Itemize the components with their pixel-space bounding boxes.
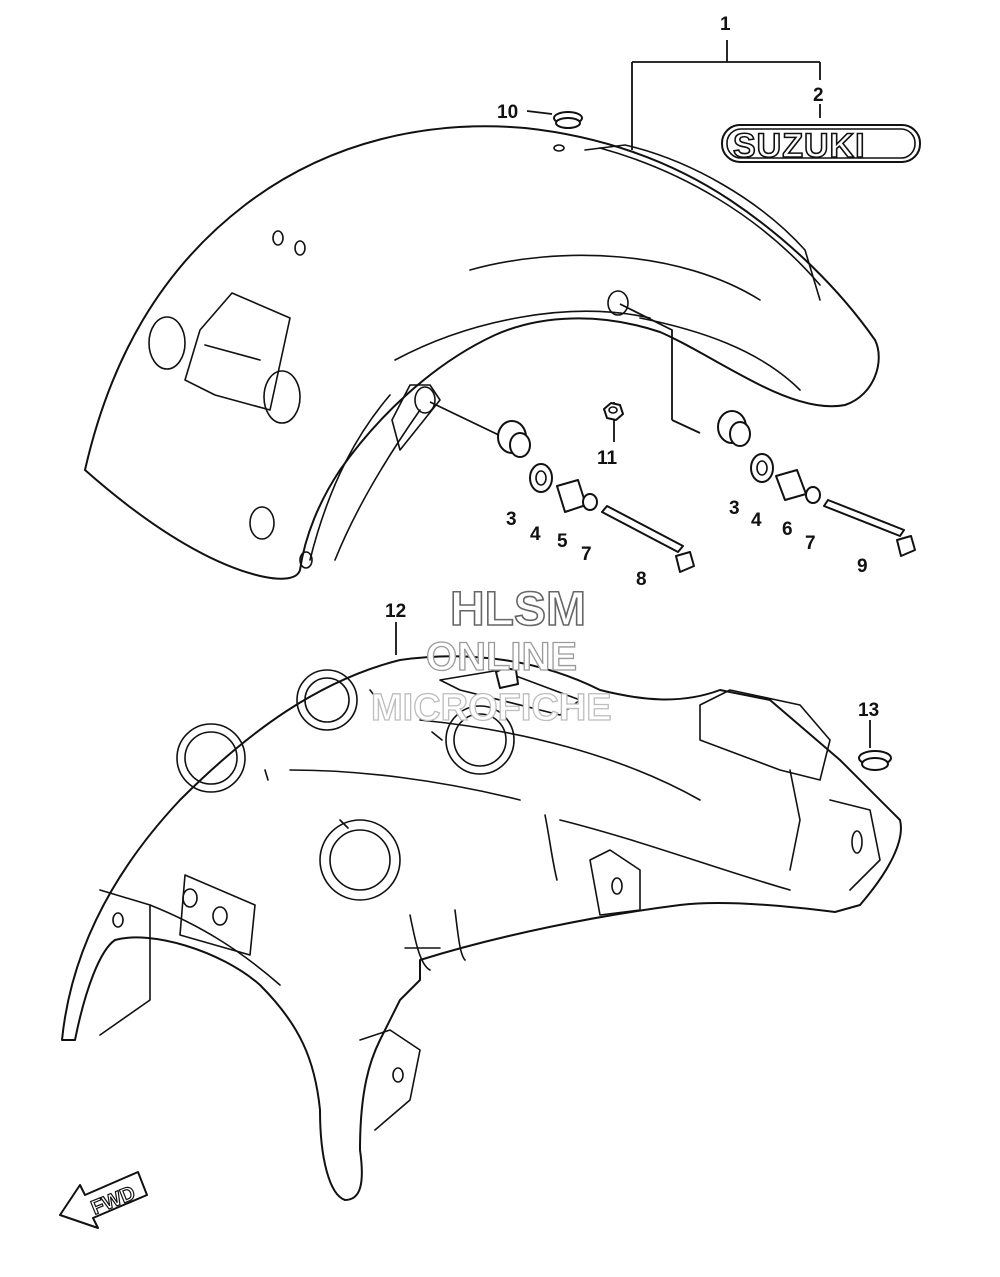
callout-3-left: 3: [506, 509, 517, 530]
watermark-line-2: ONLINE: [426, 635, 577, 679]
callout-labels: 1 2 10 11 3 4 5 7 8 3 4 6 7 9 12 13: [385, 14, 879, 721]
callout-4-left: 4: [530, 524, 541, 545]
leader-lines-upper: [429, 40, 821, 442]
forward-direction-arrow: FWD: [59, 1171, 148, 1229]
inner-fender-12[interactable]: [61, 655, 902, 1201]
callout-12: 12: [385, 601, 406, 622]
leader-lines-lower: [395, 622, 871, 748]
suzuki-decal[interactable]: SUZUKI: [721, 124, 921, 166]
callout-13: 13: [858, 700, 879, 721]
watermark-line-3: MICROFICHE: [371, 687, 612, 729]
callout-4-right: 4: [751, 510, 762, 531]
callout-10: 10: [497, 102, 518, 123]
callout-6: 6: [782, 519, 793, 540]
decal-text: SUZUKI: [733, 127, 866, 165]
callout-11: 11: [597, 448, 618, 469]
callout-7-left: 7: [581, 544, 592, 565]
watermark: HLSM ONLINE MICROFICHE: [370, 582, 612, 729]
rear-fender[interactable]: [84, 125, 880, 580]
callout-1: 1: [720, 14, 731, 35]
hardware-left[interactable]: [497, 420, 695, 573]
callout-5: 5: [557, 531, 568, 552]
callout-9: 9: [857, 556, 868, 577]
watermark-line-1: HLSM: [450, 583, 586, 636]
hardware-right[interactable]: [717, 410, 916, 557]
callout-8: 8: [636, 569, 647, 590]
callout-3-right: 3: [729, 498, 740, 519]
nut-11[interactable]: [603, 402, 624, 421]
grommet-13[interactable]: [858, 750, 892, 771]
grommet-10[interactable]: [553, 111, 583, 129]
callout-7-right: 7: [805, 533, 816, 554]
callout-2: 2: [813, 85, 824, 106]
